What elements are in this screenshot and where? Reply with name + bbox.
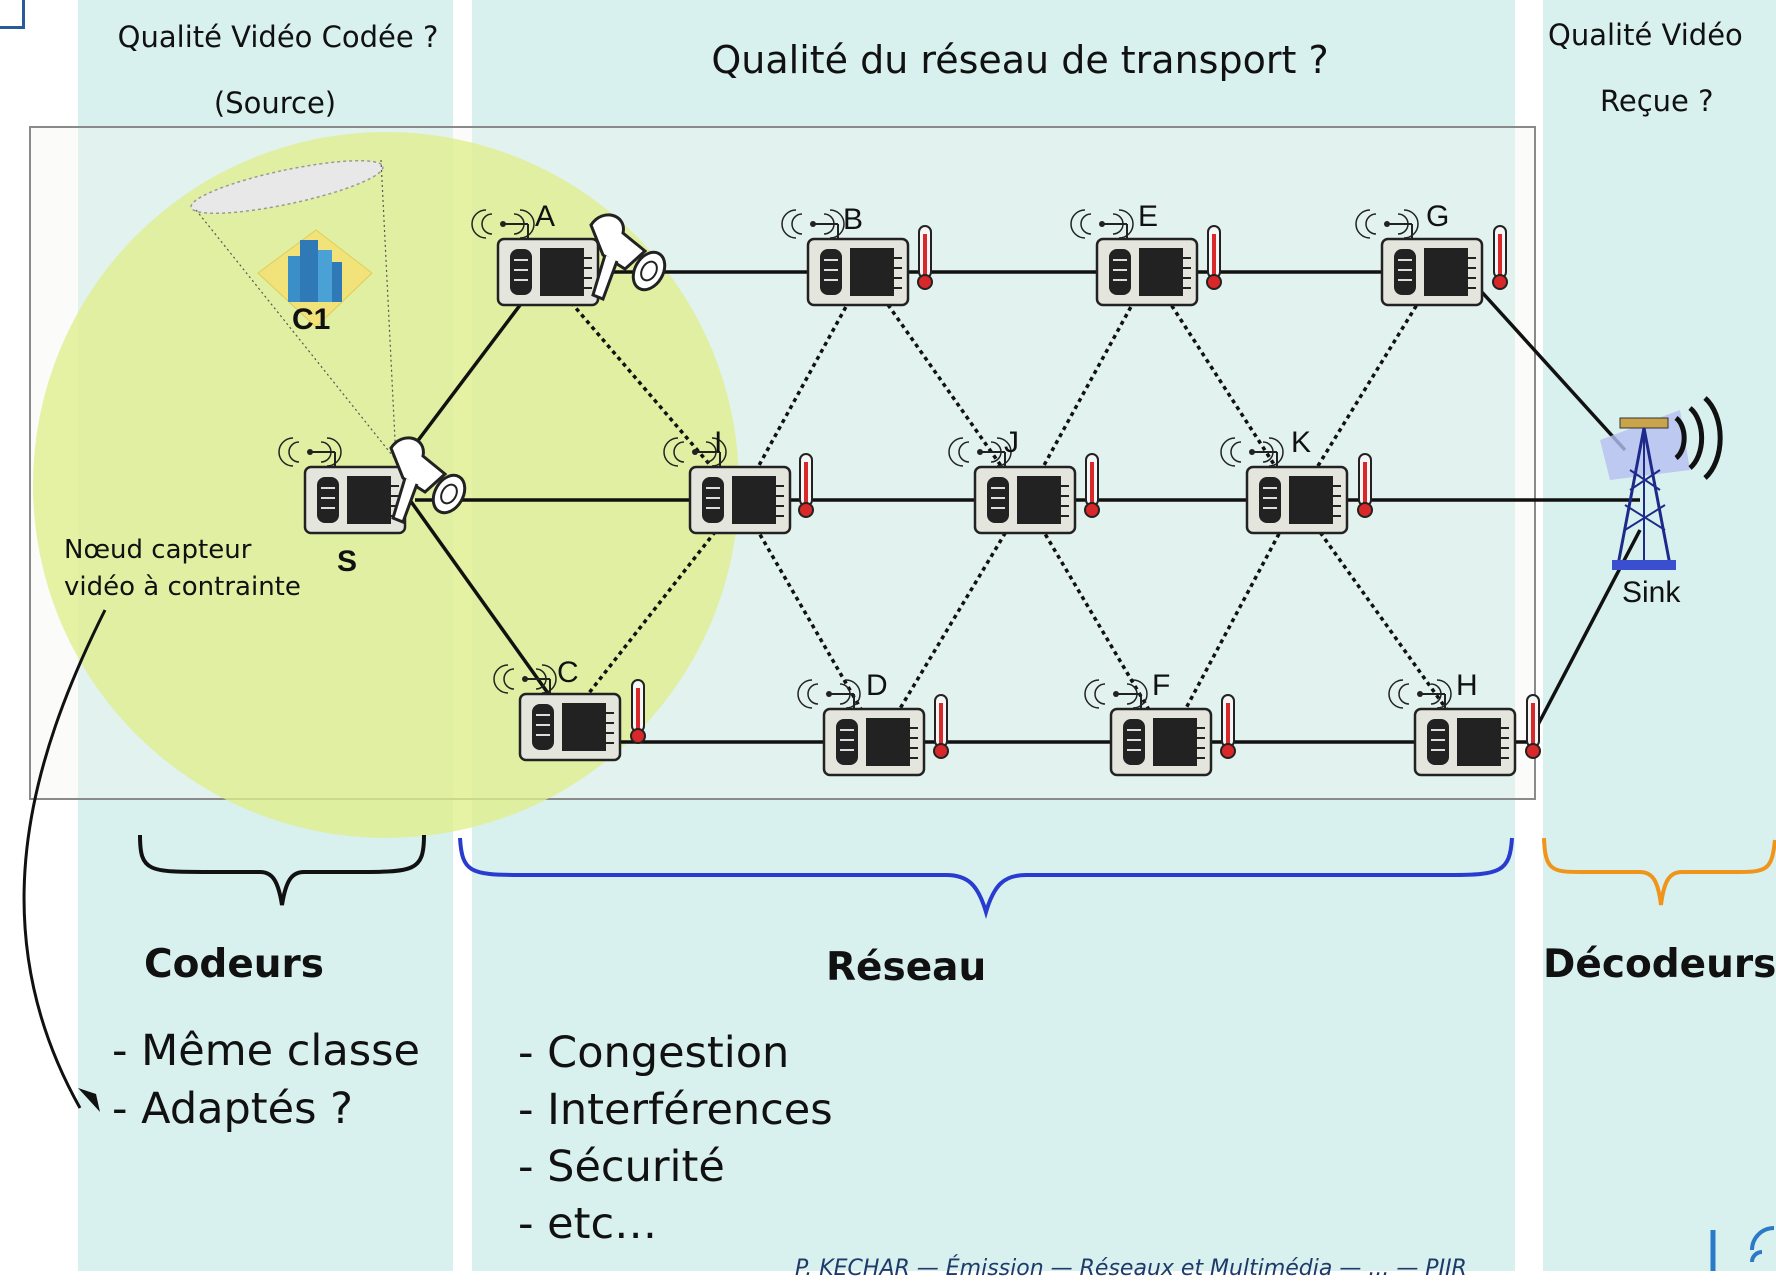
node-label-I: I [714,426,723,459]
section-title-network: Réseau [826,945,987,990]
thermometer-icon [1219,693,1237,760]
network-item: - Interférences [518,1085,833,1135]
brace-network [458,837,1514,920]
node-label-B: B [843,203,864,236]
thermometer-icon [1524,693,1542,760]
logo-icon [1710,1226,1775,1271]
sensor-note-2: vidéo à contrainte [64,572,301,602]
arrowhead [78,1088,100,1112]
node-label-S: S [337,545,358,578]
building-icon [257,229,373,328]
footer-text: P. KECHAR — Émission — Réseaux et Multim… [795,1256,1467,1281]
section-title-decoders: Décodeurs [1543,942,1776,987]
field-of-view-ellipse [190,159,384,215]
column-decoders [1543,0,1776,1271]
sink-tower-icon [1600,396,1723,570]
network-item: - Sécurité [518,1142,725,1192]
target-label-C1: C1 [292,303,331,336]
network-item: - etc… [518,1199,658,1249]
received-quality-header: Qualité Vidéo [1548,18,1743,52]
section-title-coders: Codeurs [144,942,324,987]
thermometer-icon [1491,224,1509,291]
solid-links [390,270,1642,744]
node-label-K: K [1291,426,1312,459]
source-quality-header: Qualité Vidéo Codée ? [117,20,439,54]
sensor-note: Nœud capteur [64,535,252,565]
source-label: (Source) [213,86,337,120]
coders-item: - Même classe [112,1026,420,1076]
note-arrow [22,609,107,1109]
node-label-J: J [1004,426,1019,459]
coders-item: - Adaptés ? [112,1084,353,1134]
thermometer-icon [932,693,950,760]
node-label-A: A [535,200,556,233]
network-quality-header: Qualité du réseau de transport ? [711,38,1329,82]
thermometer-icon [1083,452,1101,519]
thermometer-icon [1205,224,1223,291]
corner-mark [0,0,25,29]
thermometer-icon [1356,452,1374,519]
node-label-F: F [1152,669,1171,702]
node-label-sink: Sink [1622,576,1681,609]
node-label-G: G [1426,200,1450,233]
received-quality-header-2: Reçue ? [1600,84,1714,118]
brace-decoders [1542,837,1776,906]
thermometer-icon [629,678,647,745]
node-label-C: C [557,656,579,689]
thermometer-icon [916,224,934,291]
node-label-E: E [1138,200,1159,233]
node-label-H: H [1456,669,1478,702]
network-item: - Congestion [518,1028,790,1078]
brace-coders [138,834,426,906]
thermometer-icon [797,452,815,519]
node-label-D: D [866,669,888,702]
